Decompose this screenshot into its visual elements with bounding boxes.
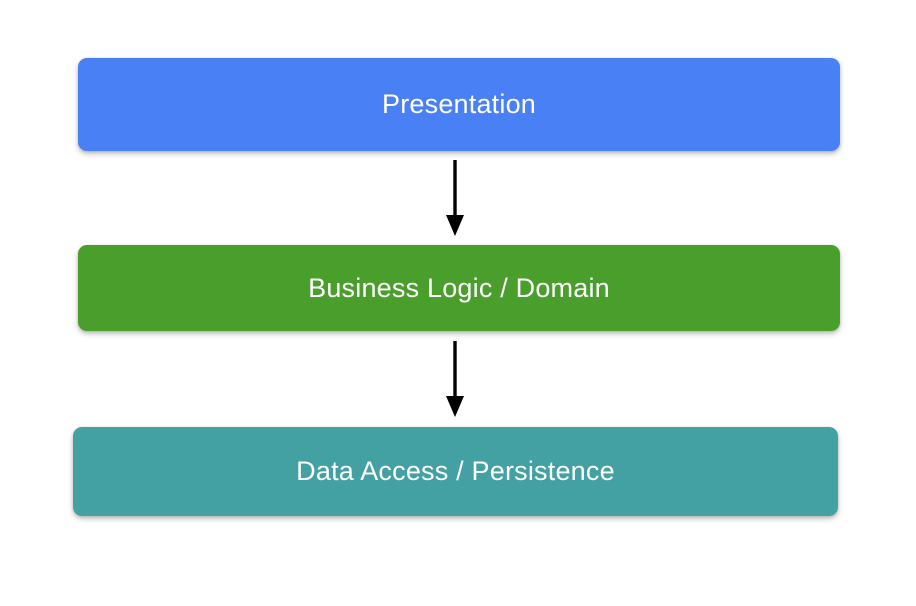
node-business-logic-label: Business Logic / Domain (308, 272, 610, 303)
arrow-business-to-data (446, 341, 464, 417)
arrowhead-down-icon (446, 396, 464, 417)
node-data-access[interactable]: Data Access / Persistence (73, 427, 838, 516)
arrow-presentation-to-business (446, 160, 464, 236)
node-presentation[interactable]: Presentation (78, 58, 840, 151)
node-presentation-label: Presentation (382, 89, 536, 119)
node-business-logic[interactable]: Business Logic / Domain (78, 245, 840, 331)
arrowhead-down-icon (446, 215, 464, 236)
node-data-access-label: Data Access / Persistence (296, 456, 615, 486)
